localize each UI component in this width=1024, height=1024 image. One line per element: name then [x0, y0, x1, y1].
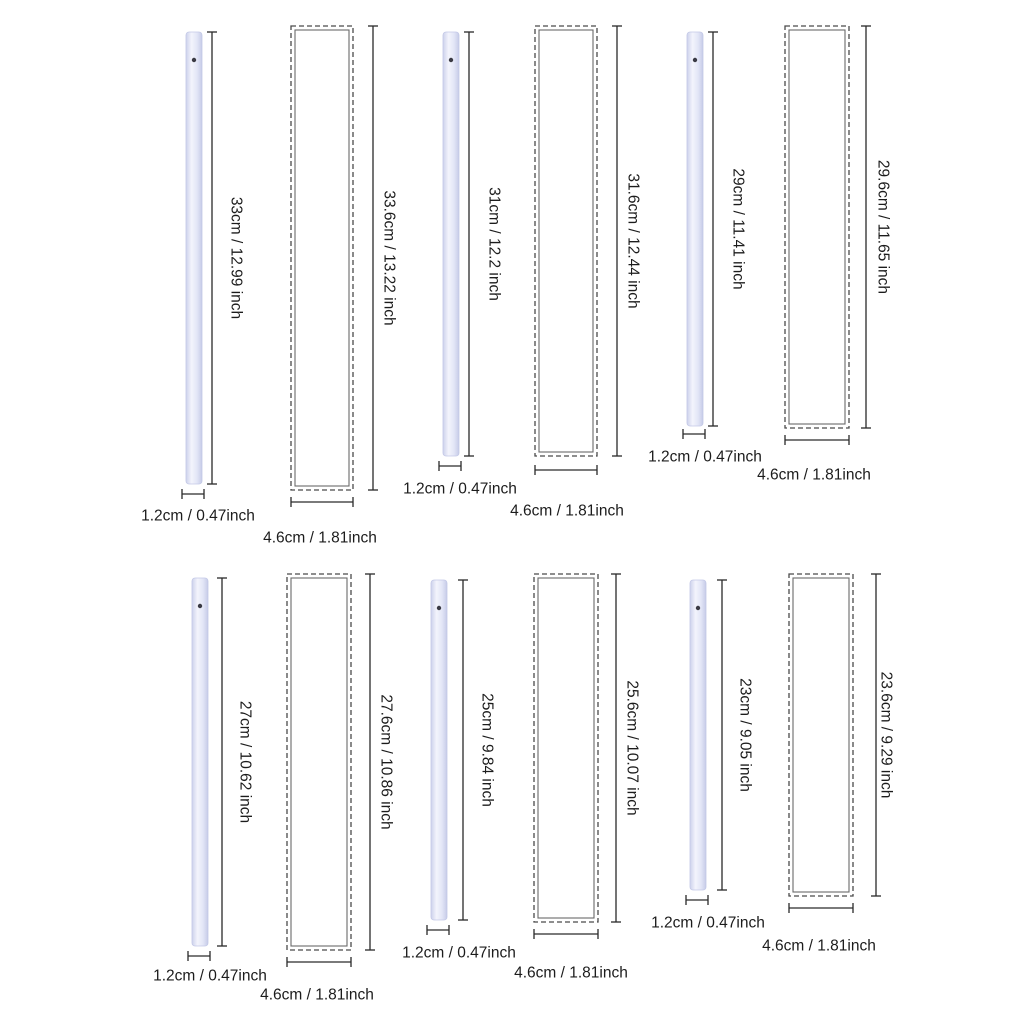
sleeve-outline [784, 25, 850, 429]
rod-body [185, 31, 203, 485]
rod [430, 579, 448, 921]
rod-width-dimension [682, 429, 706, 439]
sleeve-length-label: 23.6cm / 9.29 inch [878, 672, 895, 799]
rod-hole [692, 57, 698, 63]
size-item-5: 25cm / 9.84 inch 1.2cm / 0.47inch 25.6cm /… [402, 573, 641, 982]
sleeve-panel [788, 29, 846, 425]
size-item-2: 31cm / 12.2 inch 1.2cm / 0.47inch 31.6cm /… [403, 25, 642, 520]
rod [185, 31, 203, 485]
sleeve-width-dimension [788, 903, 854, 913]
rod-hole [448, 57, 454, 63]
rod [689, 579, 707, 891]
sleeve-length-dimension [871, 573, 881, 897]
sleeve-width-dimension [784, 435, 850, 445]
sleeve-width-dimension [534, 465, 598, 475]
rod [191, 577, 209, 947]
sleeve [788, 573, 854, 897]
rod-width-dimension [187, 951, 211, 961]
rod-length-dimension [458, 579, 468, 921]
sleeve-panel [537, 577, 595, 919]
sleeve-outline [534, 25, 598, 457]
rod-length-dimension [207, 31, 217, 485]
rod-length-label: 31cm / 12.2 inch [486, 187, 503, 301]
rod-length-dimension [708, 31, 718, 427]
sleeve-panel [792, 577, 850, 893]
size-item-3: 29cm / 11.41 inch 1.2cm / 0.47inch 29.6cm … [648, 25, 892, 484]
sleeve-width-dimension [533, 929, 599, 939]
sleeve-length-label: 29.6cm / 11.65 inch [875, 160, 892, 294]
sleeve-length-dimension [368, 25, 378, 491]
rod-width-dimension [685, 895, 709, 905]
rod-hole [436, 605, 442, 611]
sleeve-width-dimension [286, 957, 352, 967]
rod-width-label: 1.2cm / 0.47inch [141, 508, 255, 525]
size-item-6: 23cm / 9.05 inch 1.2cm / 0.47inch 23.6cm /… [651, 573, 895, 955]
rod-body [442, 31, 460, 457]
size-item-1: 33cm / 12.99 inch 1.2cm / 0.47inch 33.6cm … [141, 25, 398, 547]
rod-length-label: 33cm / 12.99 inch [228, 197, 245, 319]
rod-body [686, 31, 704, 427]
rod-length-dimension [464, 31, 474, 457]
sleeve-length-dimension [861, 25, 871, 429]
rod-length-label: 25cm / 9.84 inch [479, 693, 496, 807]
sleeve-panel [538, 29, 594, 453]
sleeve-outline [290, 25, 354, 491]
size-item-4: 27cm / 10.62 inch 1.2cm / 0.47inch 27.6cm … [153, 573, 395, 1004]
sleeve-width-label: 4.6cm / 1.81inch [260, 987, 374, 1004]
sleeve-width-label: 4.6cm / 1.81inch [263, 530, 377, 547]
rod [686, 31, 704, 427]
sleeve [784, 25, 850, 429]
sleeve-width-label: 4.6cm / 1.81inch [762, 938, 876, 955]
sleeve-panel [290, 577, 348, 947]
sleeve-outline [533, 573, 599, 923]
sleeve [290, 25, 354, 491]
rod-hole [197, 603, 203, 609]
sleeve-width-dimension [290, 497, 354, 507]
rod-length-label: 27cm / 10.62 inch [237, 701, 254, 823]
sleeve-length-dimension [612, 25, 622, 457]
sleeve-length-dimension [611, 573, 621, 923]
sleeve-width-label: 4.6cm / 1.81inch [757, 467, 871, 484]
rod-hole [191, 57, 197, 63]
rod-width-dimension [426, 925, 450, 935]
rod-body [430, 579, 448, 921]
rod-length-dimension [717, 579, 727, 891]
sleeve [286, 573, 352, 951]
rod-width-label: 1.2cm / 0.47inch [648, 449, 762, 466]
rod-hole [695, 605, 701, 611]
sleeve-length-label: 31.6cm / 12.44 inch [625, 173, 642, 308]
sleeve-width-label: 4.6cm / 1.81inch [510, 503, 624, 520]
rod-width-label: 1.2cm / 0.47inch [651, 915, 765, 932]
rod-width-label: 1.2cm / 0.47inch [153, 968, 267, 985]
sleeve-length-label: 33.6cm / 13.22 inch [381, 190, 398, 325]
rod-length-dimension [217, 577, 227, 947]
rod-body [689, 579, 707, 891]
rod-width-label: 1.2cm / 0.47inch [402, 945, 516, 962]
rod-body [191, 577, 209, 947]
sleeve-panel [294, 29, 350, 487]
rod [442, 31, 460, 457]
sleeve-width-label: 4.6cm / 1.81inch [514, 965, 628, 982]
rod-width-label: 1.2cm / 0.47inch [403, 481, 517, 498]
sleeve-length-label: 27.6cm / 10.86 inch [378, 694, 395, 829]
rod-length-label: 29cm / 11.41 inch [730, 168, 747, 289]
sleeve [534, 25, 598, 457]
rod-width-dimension [181, 489, 205, 499]
sleeve-length-label: 25.6cm / 10.07 inch [624, 680, 641, 815]
sleeve-length-dimension [365, 573, 375, 951]
sleeve-outline [788, 573, 854, 897]
rod-length-label: 23cm / 9.05 inch [737, 678, 754, 792]
sleeve-outline [286, 573, 352, 951]
sleeve [533, 573, 599, 923]
rod-width-dimension [438, 461, 462, 471]
